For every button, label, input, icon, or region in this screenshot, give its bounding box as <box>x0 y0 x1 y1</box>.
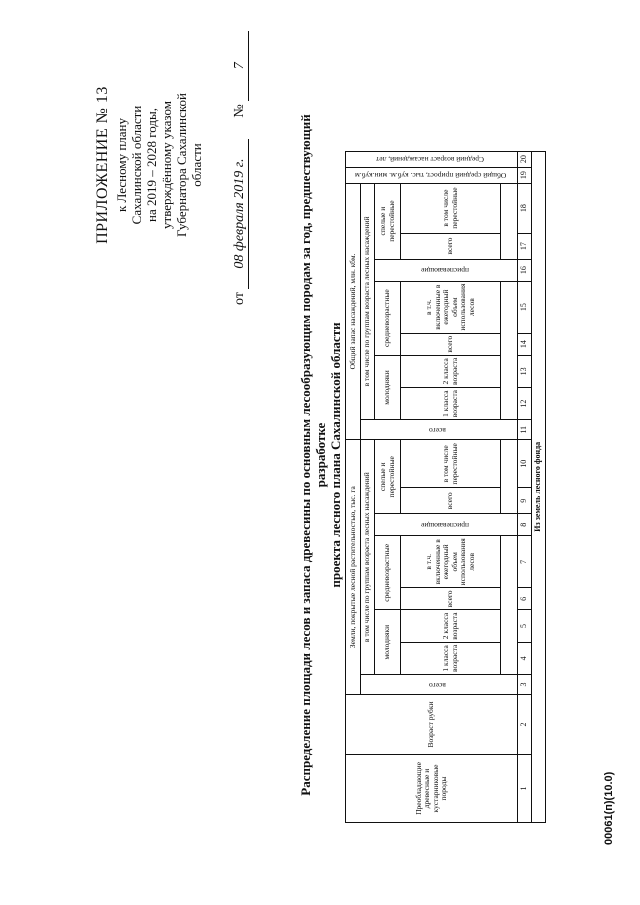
from-label: от <box>232 292 247 305</box>
col-number: 7 <box>517 535 532 588</box>
document-code: 00061(п)(10.0) <box>603 771 615 845</box>
header-area-young: молодняки <box>374 609 401 675</box>
header-stock-mid-included: в т.ч. включенные в ежегодный объем испо… <box>400 281 501 334</box>
decree-number: 7 <box>232 30 249 101</box>
header-area-by-group: в том числе по группам возраста лесных н… <box>360 439 375 675</box>
number-label: № <box>232 104 247 118</box>
header-area-total: всего <box>360 674 518 695</box>
col-number: 18 <box>517 183 532 234</box>
appendix-line: Губернатора Сахалинской <box>174 93 189 237</box>
appendix-line: на 2019 – 2028 годы, <box>144 108 159 222</box>
appendix-line: утверждённому указом <box>159 101 174 229</box>
header-stock-young: молодняки <box>374 355 401 420</box>
header-area-class2: 2 класса возраста <box>400 609 501 643</box>
header-area-ripe: спелые и перестойные <box>374 439 401 514</box>
col-number: 10 <box>517 439 532 488</box>
decree-date-line: от 08 февраля 2019 г. № 7 <box>232 15 249 305</box>
header-stock-total: всего <box>360 419 518 440</box>
header-stock-class2: 2 класса возраста <box>400 355 501 388</box>
col-number: 8 <box>517 513 532 536</box>
header-stock-by-group: в том числе по группам возраста лесных н… <box>360 183 375 420</box>
header-stock-ripe: спелые и перестойные <box>374 183 401 260</box>
header-species: Преобладающие древесные и кустарниковые … <box>345 754 518 823</box>
forest-distribution-table: Преобладающие древесные и кустарниковые … <box>345 151 546 823</box>
header-area-mid-included: в т.ч. включенные в ежегодный объем испо… <box>400 535 501 588</box>
table-caption: Распределение площади лесов и запаса дре… <box>298 85 343 825</box>
header-area-ripening: приспевающие <box>374 513 518 536</box>
header-area-group: Земли, покрытые лесной растительностью, … <box>345 439 361 695</box>
caption-line-2: проекта лесного плана Сахалинской област… <box>328 322 343 588</box>
appendix-line: области <box>189 143 204 187</box>
header-stock-class1: 1 класса возраста <box>400 387 501 420</box>
col-number: 11 <box>517 419 532 440</box>
col-number: 14 <box>517 333 532 356</box>
appendix-title: ПРИЛОЖЕНИЕ № 13 <box>94 86 111 244</box>
header-age: Возраст рубки <box>345 694 518 755</box>
header-stock-mid-all: всего <box>400 333 501 356</box>
col-number: 1 <box>517 754 532 823</box>
header-stock-mid: средневозрастные <box>374 281 401 356</box>
header-stock-ripe-over: в том числе перестойные <box>400 183 501 234</box>
header-avg-age: Средний возраст насаждений, лет <box>345 151 518 168</box>
appendix-header: ПРИЛОЖЕНИЕ № 13 к Лесному плану Сахалинс… <box>94 45 204 285</box>
header-area-ripe-over: в том числе перестойные <box>400 439 501 488</box>
header-area-mid: средневозрастные <box>374 535 401 610</box>
header-area-class1: 1 класса возраста <box>400 642 501 675</box>
col-number: 2 <box>517 694 532 755</box>
header-growth: Общий средний прирост, тыс. куб.м. мин.к… <box>345 167 518 184</box>
decree-date: 08 февраля 2019 г. <box>232 138 249 289</box>
col-number: 4 <box>517 642 532 675</box>
appendix-line: к Лесному плану <box>114 118 129 213</box>
section-forest-fund: Из земель лесного фонда <box>531 151 546 823</box>
header-stock-ripe-all: всего <box>400 233 501 260</box>
header-stock-group: Общий запас насаждений, млн. кбм. <box>345 183 361 440</box>
header-stock-ripening: приспевающие <box>374 259 518 282</box>
col-number: 5 <box>517 609 532 643</box>
col-number: 17 <box>517 233 532 260</box>
header-area-mid-all: всего <box>400 587 501 610</box>
caption-line-1: Распределение площади лесов и запаса дре… <box>298 114 328 796</box>
header-area-ripe-all: всего <box>400 487 501 514</box>
col-number: 15 <box>517 281 532 334</box>
col-number: 20 <box>517 151 532 168</box>
col-number: 9 <box>517 487 532 514</box>
col-number: 19 <box>517 167 532 184</box>
appendix-line: Сахалинской области <box>129 105 144 225</box>
col-number: 16 <box>517 259 532 282</box>
col-number: 3 <box>517 674 532 695</box>
col-number: 12 <box>517 387 532 420</box>
col-number: 13 <box>517 355 532 388</box>
col-number: 6 <box>517 587 532 610</box>
